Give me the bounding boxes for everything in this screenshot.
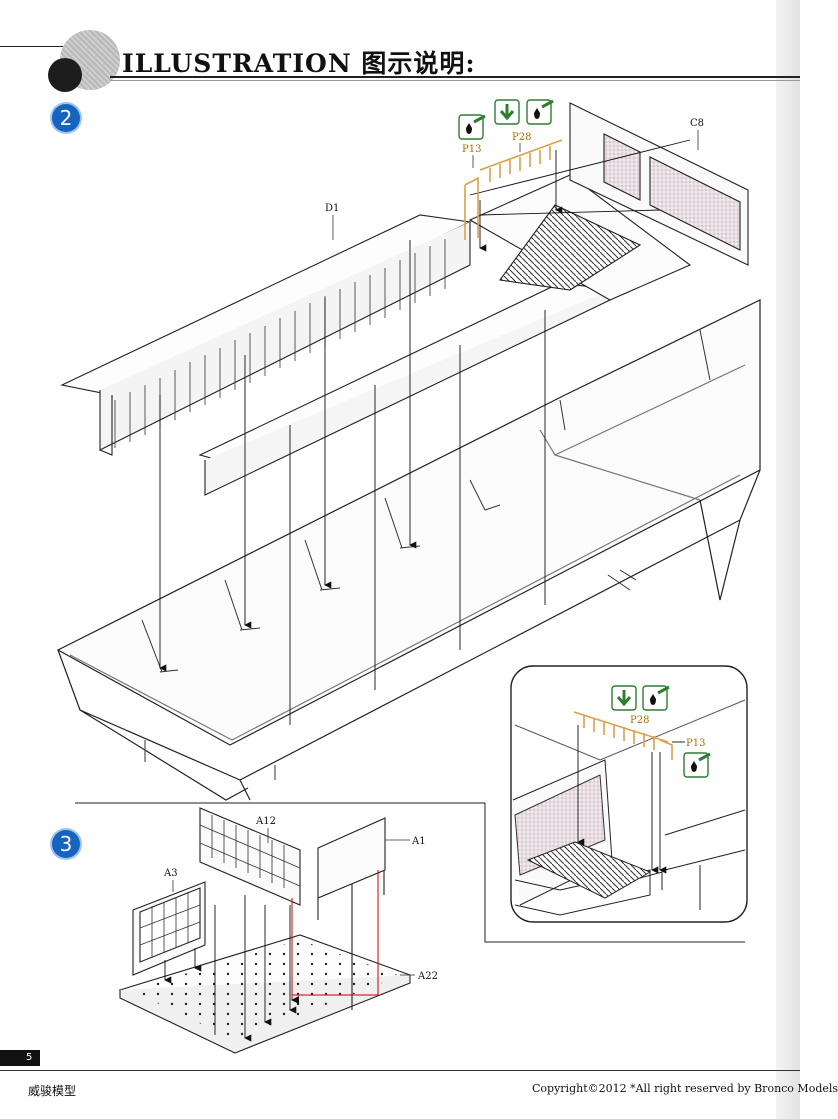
- label-inset-p28: P28: [630, 715, 649, 726]
- step2-guide-lines: [159, 139, 691, 725]
- step-3-badge: 3: [52, 830, 80, 858]
- part-d1: [60, 214, 472, 456]
- glue-icon: [642, 685, 670, 711]
- part-mid-bulkhead: [198, 282, 617, 496]
- deck-tray: [468, 174, 692, 301]
- label-a3: A3: [163, 868, 178, 879]
- label-p28: P28: [512, 132, 531, 143]
- page-number: 5: [0, 1050, 40, 1066]
- part-c8: [569, 102, 749, 266]
- label-c8: C8: [690, 118, 704, 129]
- part-d1-panels: [114, 239, 446, 448]
- fold-down-icon: [494, 99, 520, 125]
- fold-down-icon: [611, 685, 637, 711]
- step3-leaders: [172, 828, 415, 976]
- header-decor-dark-disc: [48, 58, 82, 92]
- step3-guide-lines: [164, 895, 297, 1042]
- part-a1: [317, 817, 386, 1010]
- section-divider: [75, 802, 745, 943]
- label-p13: P13: [462, 144, 481, 155]
- part-a3: [132, 881, 206, 976]
- glue-icon: [458, 114, 486, 140]
- header-rule-left: [0, 46, 70, 47]
- etch-p28: [479, 139, 563, 182]
- detail-inset: [510, 665, 748, 923]
- etch-p13: [464, 176, 479, 240]
- inset-guide-lines: [577, 725, 685, 874]
- label-a1: A1: [411, 836, 426, 847]
- step-2-badge: 2: [52, 104, 80, 132]
- brand-name: 威骏模型: [28, 1084, 77, 1098]
- hull-body: [56, 299, 761, 801]
- footer-rule: [0, 1070, 800, 1071]
- label-d1: D1: [325, 203, 339, 214]
- page-title: ILLUSTRATION 图示说明:: [122, 49, 476, 78]
- header-rule-thin: [110, 80, 800, 81]
- glue-icon: [526, 99, 554, 125]
- glue-icon: [683, 752, 711, 778]
- label-a12: A12: [255, 816, 276, 827]
- label-inset-p13: P13: [686, 738, 705, 749]
- copyright-notice: Copyright©2012 *All right reserved by Br…: [532, 1082, 838, 1095]
- part-a12: [199, 807, 301, 906]
- inset-etch-p28: [573, 711, 673, 760]
- page-edge-shadow: [776, 0, 800, 1119]
- step3-red-guide: [291, 870, 379, 1004]
- assembly-drawing: P13 P28 C8 D1: [56, 99, 761, 1054]
- header-rule: [110, 76, 800, 78]
- label-a22: A22: [417, 971, 438, 982]
